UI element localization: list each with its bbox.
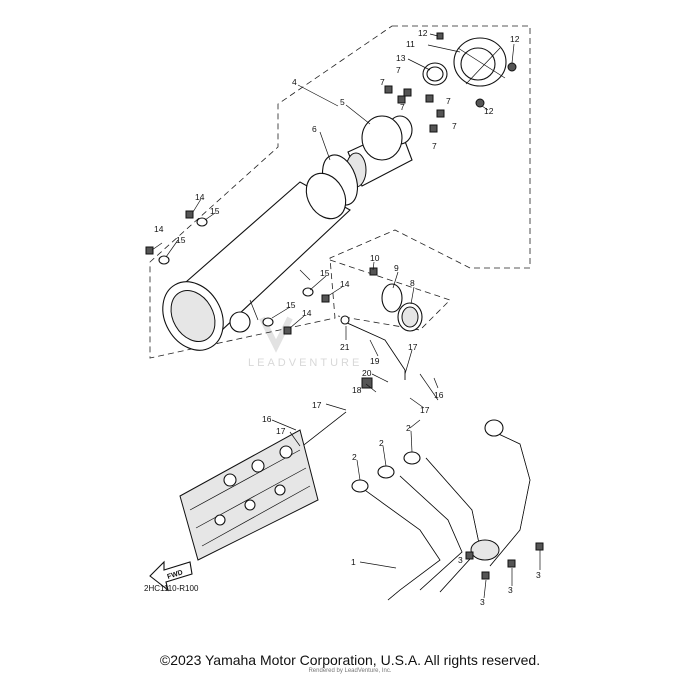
callout-19: 19 (370, 356, 380, 366)
callout-2a: 2 (352, 452, 357, 462)
callout-6: 6 (312, 124, 317, 134)
callout-10: 10 (370, 253, 380, 263)
callout-14d: 14 (302, 308, 312, 318)
callout-17b: 17 (312, 400, 322, 410)
exhaust-header-pipes (361, 419, 531, 601)
callout-15c: 15 (320, 268, 330, 278)
callout-3c: 3 (480, 597, 485, 607)
muffler-assembly-outline (149, 25, 531, 359)
callout-14a: 14 (195, 192, 205, 202)
rendered-by-note: Rendered by LeadVenture, Inc. (308, 668, 392, 674)
callout-3d: 3 (458, 555, 463, 565)
copyright-notice: ©2023 Yamaha Motor Corporation, U.S.A. A… (159, 652, 541, 668)
callout-11: 11 (406, 39, 415, 49)
callout-8: 8 (410, 278, 415, 288)
callout-20: 20 (362, 368, 372, 378)
end-cap (453, 37, 517, 108)
callout-2c: 2 (406, 423, 411, 433)
callout-7b: 7 (380, 77, 385, 87)
leader-lines (151, 33, 541, 599)
callout-15d: 15 (286, 300, 296, 310)
callout-7d: 7 (400, 102, 405, 112)
callout-2b: 2 (379, 438, 384, 448)
callout-7f: 7 (432, 141, 437, 151)
callout-7a: 7 (396, 65, 401, 75)
callout-16a: 16 (434, 390, 444, 400)
joint-clamp (369, 267, 423, 332)
callout-17c: 17 (420, 405, 430, 415)
callout-12c: 12 (484, 106, 494, 116)
callout-5: 5 (340, 97, 345, 107)
fwd-label: FWD (166, 569, 183, 581)
diagram-code: 2HC1110-R100 (144, 584, 199, 593)
engine-block (179, 429, 319, 561)
callout-18: 18 (352, 385, 362, 395)
callout-17d: 17 (276, 426, 286, 436)
bolts-group (384, 32, 445, 133)
callout-14c: 14 (340, 279, 350, 289)
callout-9: 9 (394, 263, 399, 273)
forward-arrow: FWD (149, 560, 193, 592)
callout-16b: 16 (262, 414, 272, 424)
mounting-bolts (145, 210, 330, 335)
callout-3a: 3 (536, 570, 541, 580)
joint-dashed-outline (329, 259, 451, 331)
callout-labels: 12 11 12 13 7 7 7 7 7 7 12 4 5 6 14 15 1… (154, 28, 541, 607)
callout-7c: 7 (446, 96, 451, 106)
header-nuts (465, 542, 544, 580)
callout-3b: 3 (508, 585, 513, 595)
air-hoses (299, 315, 439, 449)
watermark-text: LEADVENTURE (248, 357, 362, 369)
callout-1: 1 (351, 557, 356, 567)
callout-17a: 17 (408, 342, 418, 352)
gasket-ring (422, 62, 448, 86)
callout-15b: 15 (176, 235, 186, 245)
callout-21: 21 (340, 342, 350, 352)
callout-4: 4 (292, 77, 297, 87)
muffler-body (162, 172, 351, 351)
callout-13: 13 (396, 53, 406, 63)
callout-12a: 12 (418, 28, 428, 38)
callout-15a: 15 (210, 206, 220, 216)
callout-14b: 14 (154, 224, 164, 234)
header-gaskets (351, 451, 421, 493)
callout-12b: 12 (510, 34, 520, 44)
callout-7e: 7 (452, 121, 457, 131)
